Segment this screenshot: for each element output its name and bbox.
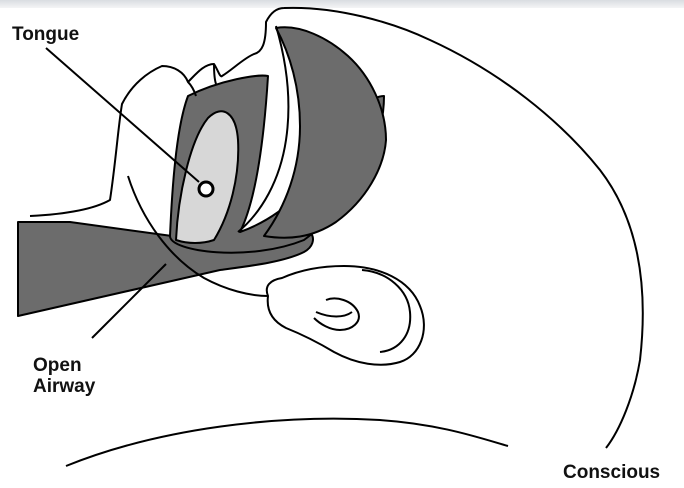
- nasal-cavity-shape: [264, 27, 386, 237]
- ear-inner-fold: [314, 270, 410, 352]
- tongue-pointer-dot: [199, 182, 213, 196]
- tongue-label: Tongue: [12, 24, 79, 45]
- open-airway-label: Open Airway: [33, 355, 95, 397]
- open-airway-label-line2: Airway: [33, 376, 95, 397]
- conscious-state-label: Conscious: [563, 462, 660, 483]
- open-airway-label-line1: Open: [33, 355, 95, 376]
- shoulder-line: [66, 419, 508, 466]
